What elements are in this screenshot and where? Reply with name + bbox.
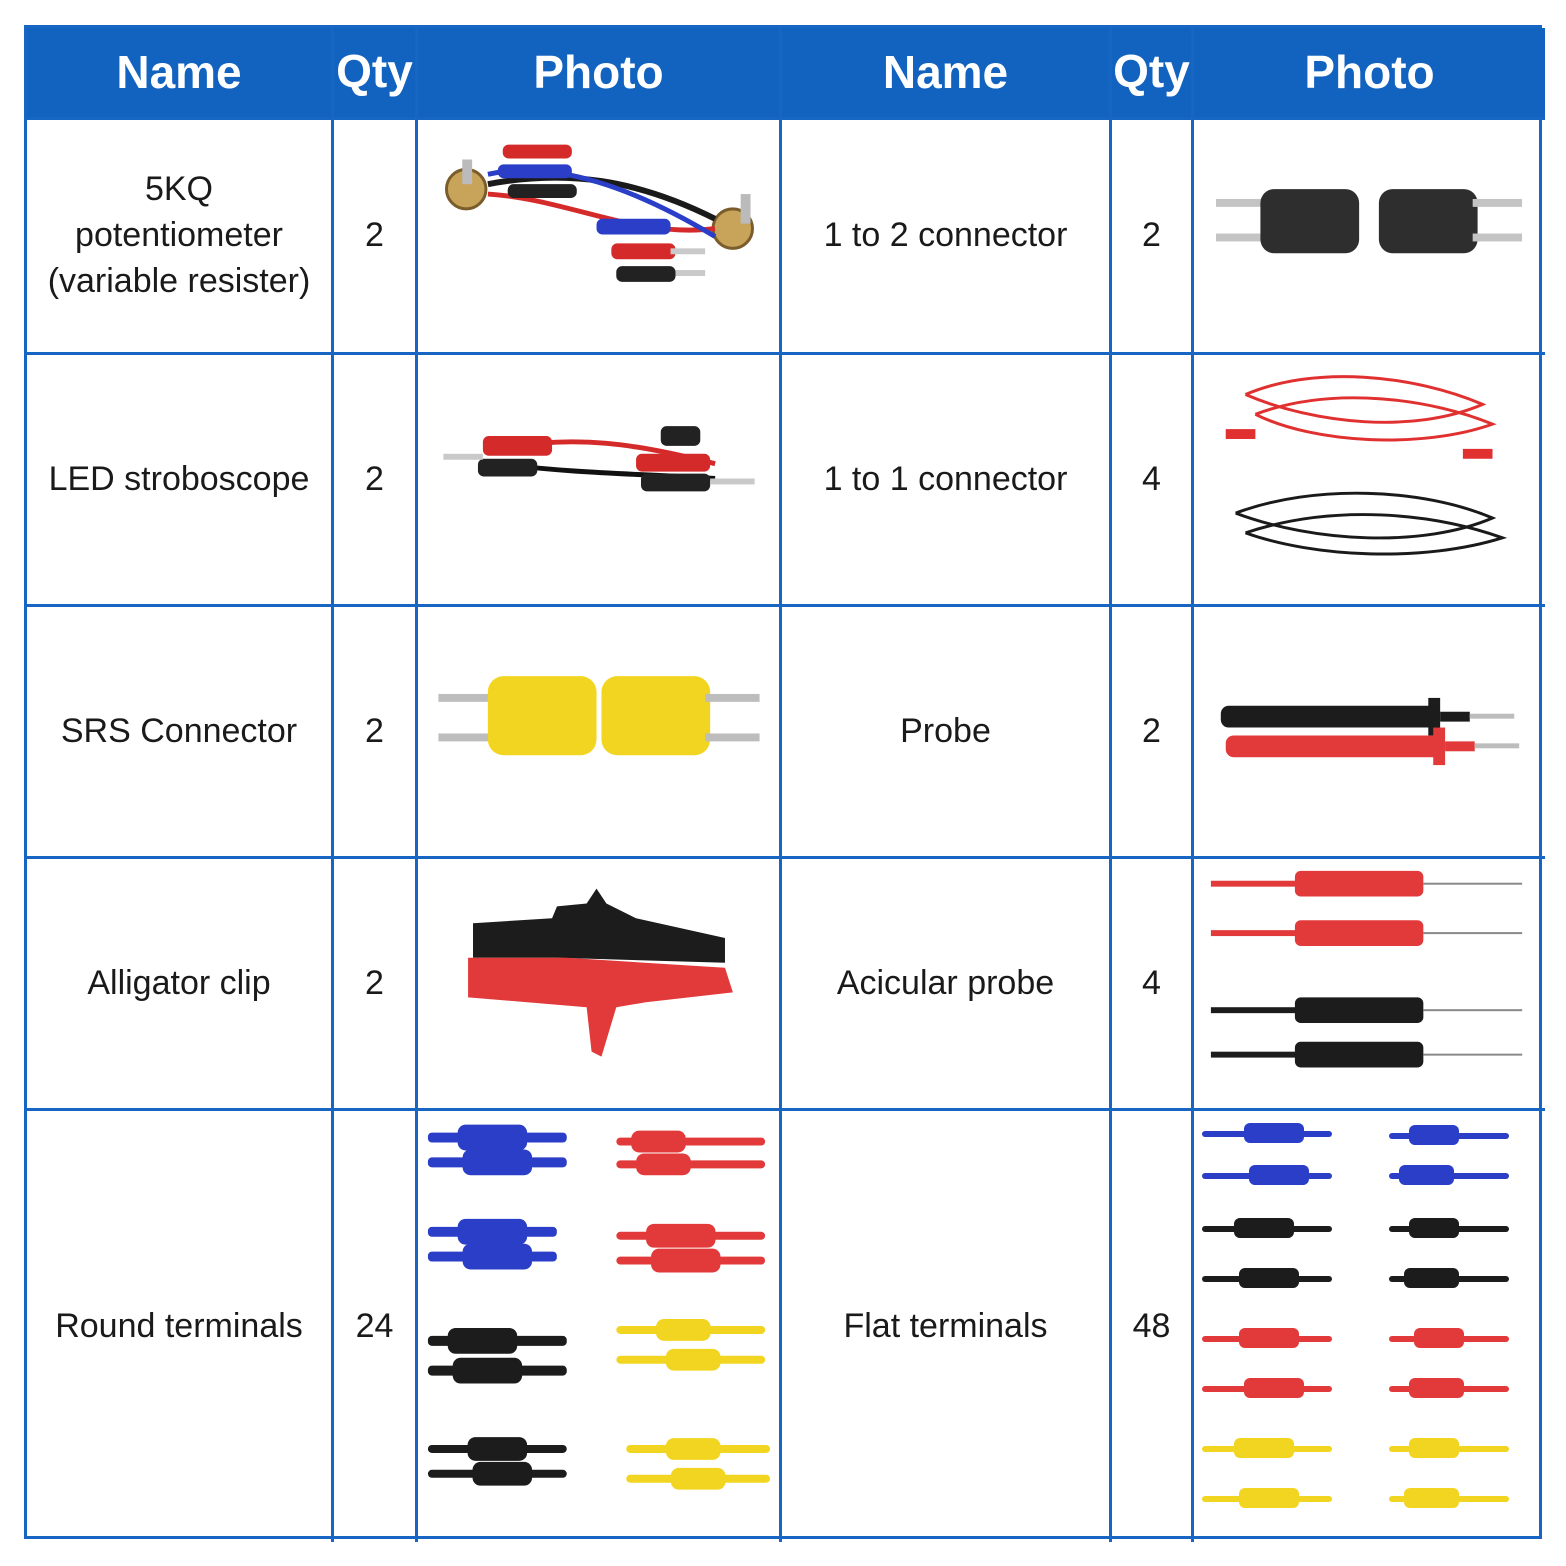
item-name: Flat terminals xyxy=(782,1111,1112,1542)
item-qty: 48 xyxy=(1112,1111,1194,1542)
header-photo-left: Photo xyxy=(418,28,782,120)
flat-terminals-photo xyxy=(1194,1111,1545,1542)
item-qty: 4 xyxy=(1112,859,1194,1111)
led-leads-photo xyxy=(418,355,782,607)
header-photo-right: Photo xyxy=(1194,28,1545,120)
item-name: Round terminals xyxy=(27,1111,334,1542)
item-qty: 2 xyxy=(1112,120,1194,355)
item-name: 5KQ potentiometer (variable resister) xyxy=(27,120,334,355)
item-qty: 2 xyxy=(334,120,418,355)
item-name: LED stroboscope xyxy=(27,355,334,607)
header-name-right: Name xyxy=(782,28,1112,120)
test-probe-photo xyxy=(1194,607,1545,859)
header-qty-right: Qty xyxy=(1112,28,1194,120)
round-terminals-photo xyxy=(418,1111,782,1542)
item-name: Alligator clip xyxy=(27,859,334,1111)
item-name: Probe xyxy=(782,607,1112,859)
item-name-line: (variable resister) xyxy=(47,261,311,300)
needle-probe-photo xyxy=(1194,859,1545,1111)
black-adapter-photo xyxy=(1194,120,1545,355)
item-qty: 4 xyxy=(1112,355,1194,607)
test-cables-photo xyxy=(1194,355,1545,607)
item-qty: 2 xyxy=(1112,607,1194,859)
header-name-left: Name xyxy=(27,28,334,120)
item-qty: 2 xyxy=(334,607,418,859)
item-qty: 2 xyxy=(334,355,418,607)
yellow-adapter-photo xyxy=(418,607,782,859)
potentiometer-leads-photo xyxy=(418,120,782,355)
item-qty: 24 xyxy=(334,1111,418,1542)
item-name: SRS Connector xyxy=(27,607,334,859)
parts-table: Name Qty Photo Name Qty Photo 5KQ potent… xyxy=(24,25,1545,1542)
item-name: Acicular probe xyxy=(782,859,1112,1111)
alligator-clip-photo xyxy=(418,859,782,1111)
item-name-line: 5KQ xyxy=(144,170,214,209)
item-name: 1 to 2 connector xyxy=(782,120,1112,355)
item-qty: 2 xyxy=(334,859,418,1111)
header-qty-left: Qty xyxy=(334,28,418,120)
item-name-line: potentiometer xyxy=(75,216,283,255)
item-name: 1 to 1 connector xyxy=(782,355,1112,607)
